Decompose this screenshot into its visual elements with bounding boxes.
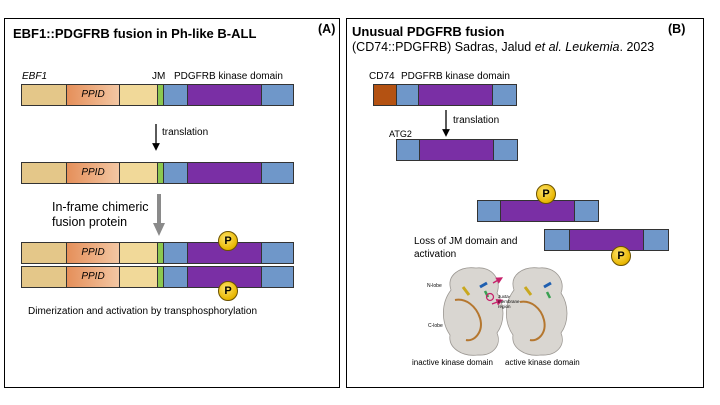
ebf1-segment bbox=[22, 163, 66, 183]
kinase-flank-right bbox=[643, 230, 668, 250]
phospho-label: P bbox=[617, 250, 625, 262]
kinase-flank-right bbox=[261, 243, 293, 263]
atg2-protein-bar bbox=[396, 139, 518, 161]
kinase-core bbox=[419, 140, 493, 160]
ebf1-segment bbox=[22, 243, 66, 263]
kinase-flank-left bbox=[545, 230, 569, 250]
ppid-segment: PPID bbox=[66, 85, 119, 105]
kinase-flank-left bbox=[397, 140, 419, 160]
ppid-label: PPID bbox=[81, 247, 105, 258]
phospho-badge-b1: P bbox=[536, 184, 556, 204]
kinase-core bbox=[418, 85, 492, 105]
active-kinase-illustration bbox=[505, 267, 568, 356]
kinase-flank-left bbox=[163, 163, 187, 183]
label-ebf1: EBF1 bbox=[22, 71, 48, 82]
citation-year: . 2023 bbox=[619, 40, 655, 54]
kinase-core bbox=[500, 201, 574, 221]
kinase-flank-right bbox=[261, 85, 293, 105]
label-atg2: ATG2 bbox=[389, 129, 412, 139]
active-monomer-bar-bottom bbox=[544, 229, 669, 251]
loss-jm-line2: activation bbox=[414, 249, 457, 260]
ebf1-segment bbox=[22, 267, 66, 287]
jm-segment bbox=[157, 267, 163, 287]
kinase-flank-right bbox=[261, 267, 293, 287]
kinase-flank-left bbox=[478, 201, 500, 221]
fusion-protein-bar: PPID bbox=[21, 162, 294, 184]
kinase-flank-right bbox=[574, 201, 598, 221]
ppid-segment: PPID bbox=[66, 267, 119, 287]
kinase-flank-right bbox=[261, 163, 293, 183]
kinase-core bbox=[187, 267, 261, 287]
translation-label-a: translation bbox=[162, 127, 209, 138]
panel-b-tag: (B) bbox=[668, 22, 686, 36]
ebf1-tail-segment bbox=[119, 85, 157, 105]
ppid-label: PPID bbox=[81, 89, 105, 100]
kinase-flank-left bbox=[163, 85, 187, 105]
jm-region-label: Juxta-membrane region bbox=[498, 294, 520, 309]
dimer-bar-bottom: PPID bbox=[21, 266, 294, 288]
ebf1-tail-segment bbox=[119, 243, 157, 263]
inactive-kinase-illustration bbox=[442, 267, 504, 356]
panel-a-tag: (A) bbox=[318, 22, 336, 36]
ebf1-tail-segment bbox=[119, 267, 157, 287]
kinase-flank-left bbox=[396, 85, 418, 105]
translation-label-b: translation bbox=[453, 115, 500, 126]
dimer-bar-top: PPID bbox=[21, 242, 294, 264]
panel-b-title: Unusual PDGFRB fusion bbox=[352, 24, 505, 39]
kinase-core bbox=[187, 163, 261, 183]
chimeric-label-line1: In-frame chimeric bbox=[52, 200, 149, 214]
label-jm: JM bbox=[152, 71, 166, 82]
label-kinase-a: PDGFRB kinase domain bbox=[174, 71, 283, 82]
phospho-label: P bbox=[224, 235, 232, 247]
fusion-gene-bar: PPID bbox=[21, 84, 294, 106]
kinase-flank-left bbox=[163, 267, 187, 287]
jm-segment bbox=[157, 163, 163, 183]
cd74-fusion-bar bbox=[373, 84, 517, 106]
ppid-label: PPID bbox=[81, 167, 105, 178]
panel-a bbox=[4, 18, 340, 388]
kinase-flank-right bbox=[493, 140, 517, 160]
phospho-badge-a1: P bbox=[218, 231, 238, 251]
inactive-kinase-label: inactive kinase domain bbox=[412, 358, 493, 367]
citation-authors: (CD74::PDGFRB) Sadras, Jalud bbox=[352, 40, 535, 54]
phospho-label: P bbox=[542, 188, 550, 200]
panel-a-title: EBF1::PDGFRB fusion in Ph-like B-ALL bbox=[13, 26, 257, 41]
jm-segment bbox=[157, 85, 163, 105]
nlobe-label: N-lobe bbox=[427, 283, 442, 289]
citation-journal: Leukemia bbox=[561, 40, 620, 54]
citation: (CD74::PDGFRB) Sadras, Jalud et al. Leuk… bbox=[352, 40, 654, 54]
dimerization-caption: Dimerization and activation by transphos… bbox=[28, 306, 258, 317]
ppid-segment: PPID bbox=[66, 163, 119, 183]
kinase-core bbox=[187, 85, 261, 105]
kinase-core bbox=[187, 243, 261, 263]
ppid-label: PPID bbox=[81, 271, 105, 282]
phospho-label: P bbox=[224, 285, 232, 297]
phospho-badge-a2: P bbox=[218, 281, 238, 301]
kinase-flank-right bbox=[492, 85, 516, 105]
loss-jm-line1: Loss of JM domain and bbox=[414, 236, 518, 247]
ebf1-tail-segment bbox=[119, 163, 157, 183]
phospho-badge-b2: P bbox=[611, 246, 631, 266]
kinase-flank-left bbox=[163, 243, 187, 263]
chimeric-label-line2: fusion protein bbox=[52, 215, 128, 229]
ppid-segment: PPID bbox=[66, 243, 119, 263]
ebf1-segment bbox=[22, 85, 66, 105]
label-kinase-b: PDGFRB kinase domain bbox=[401, 71, 510, 82]
cd74-segment bbox=[374, 85, 396, 105]
clobe-label: C-lobe bbox=[428, 323, 443, 329]
label-cd74: CD74 bbox=[369, 71, 395, 82]
kinase-core bbox=[569, 230, 643, 250]
jm-segment bbox=[157, 243, 163, 263]
active-kinase-label: active kinase domain bbox=[505, 358, 580, 367]
active-monomer-bar-top bbox=[477, 200, 599, 222]
chimeric-arrow bbox=[153, 194, 165, 236]
citation-etal: et al. bbox=[534, 40, 562, 54]
